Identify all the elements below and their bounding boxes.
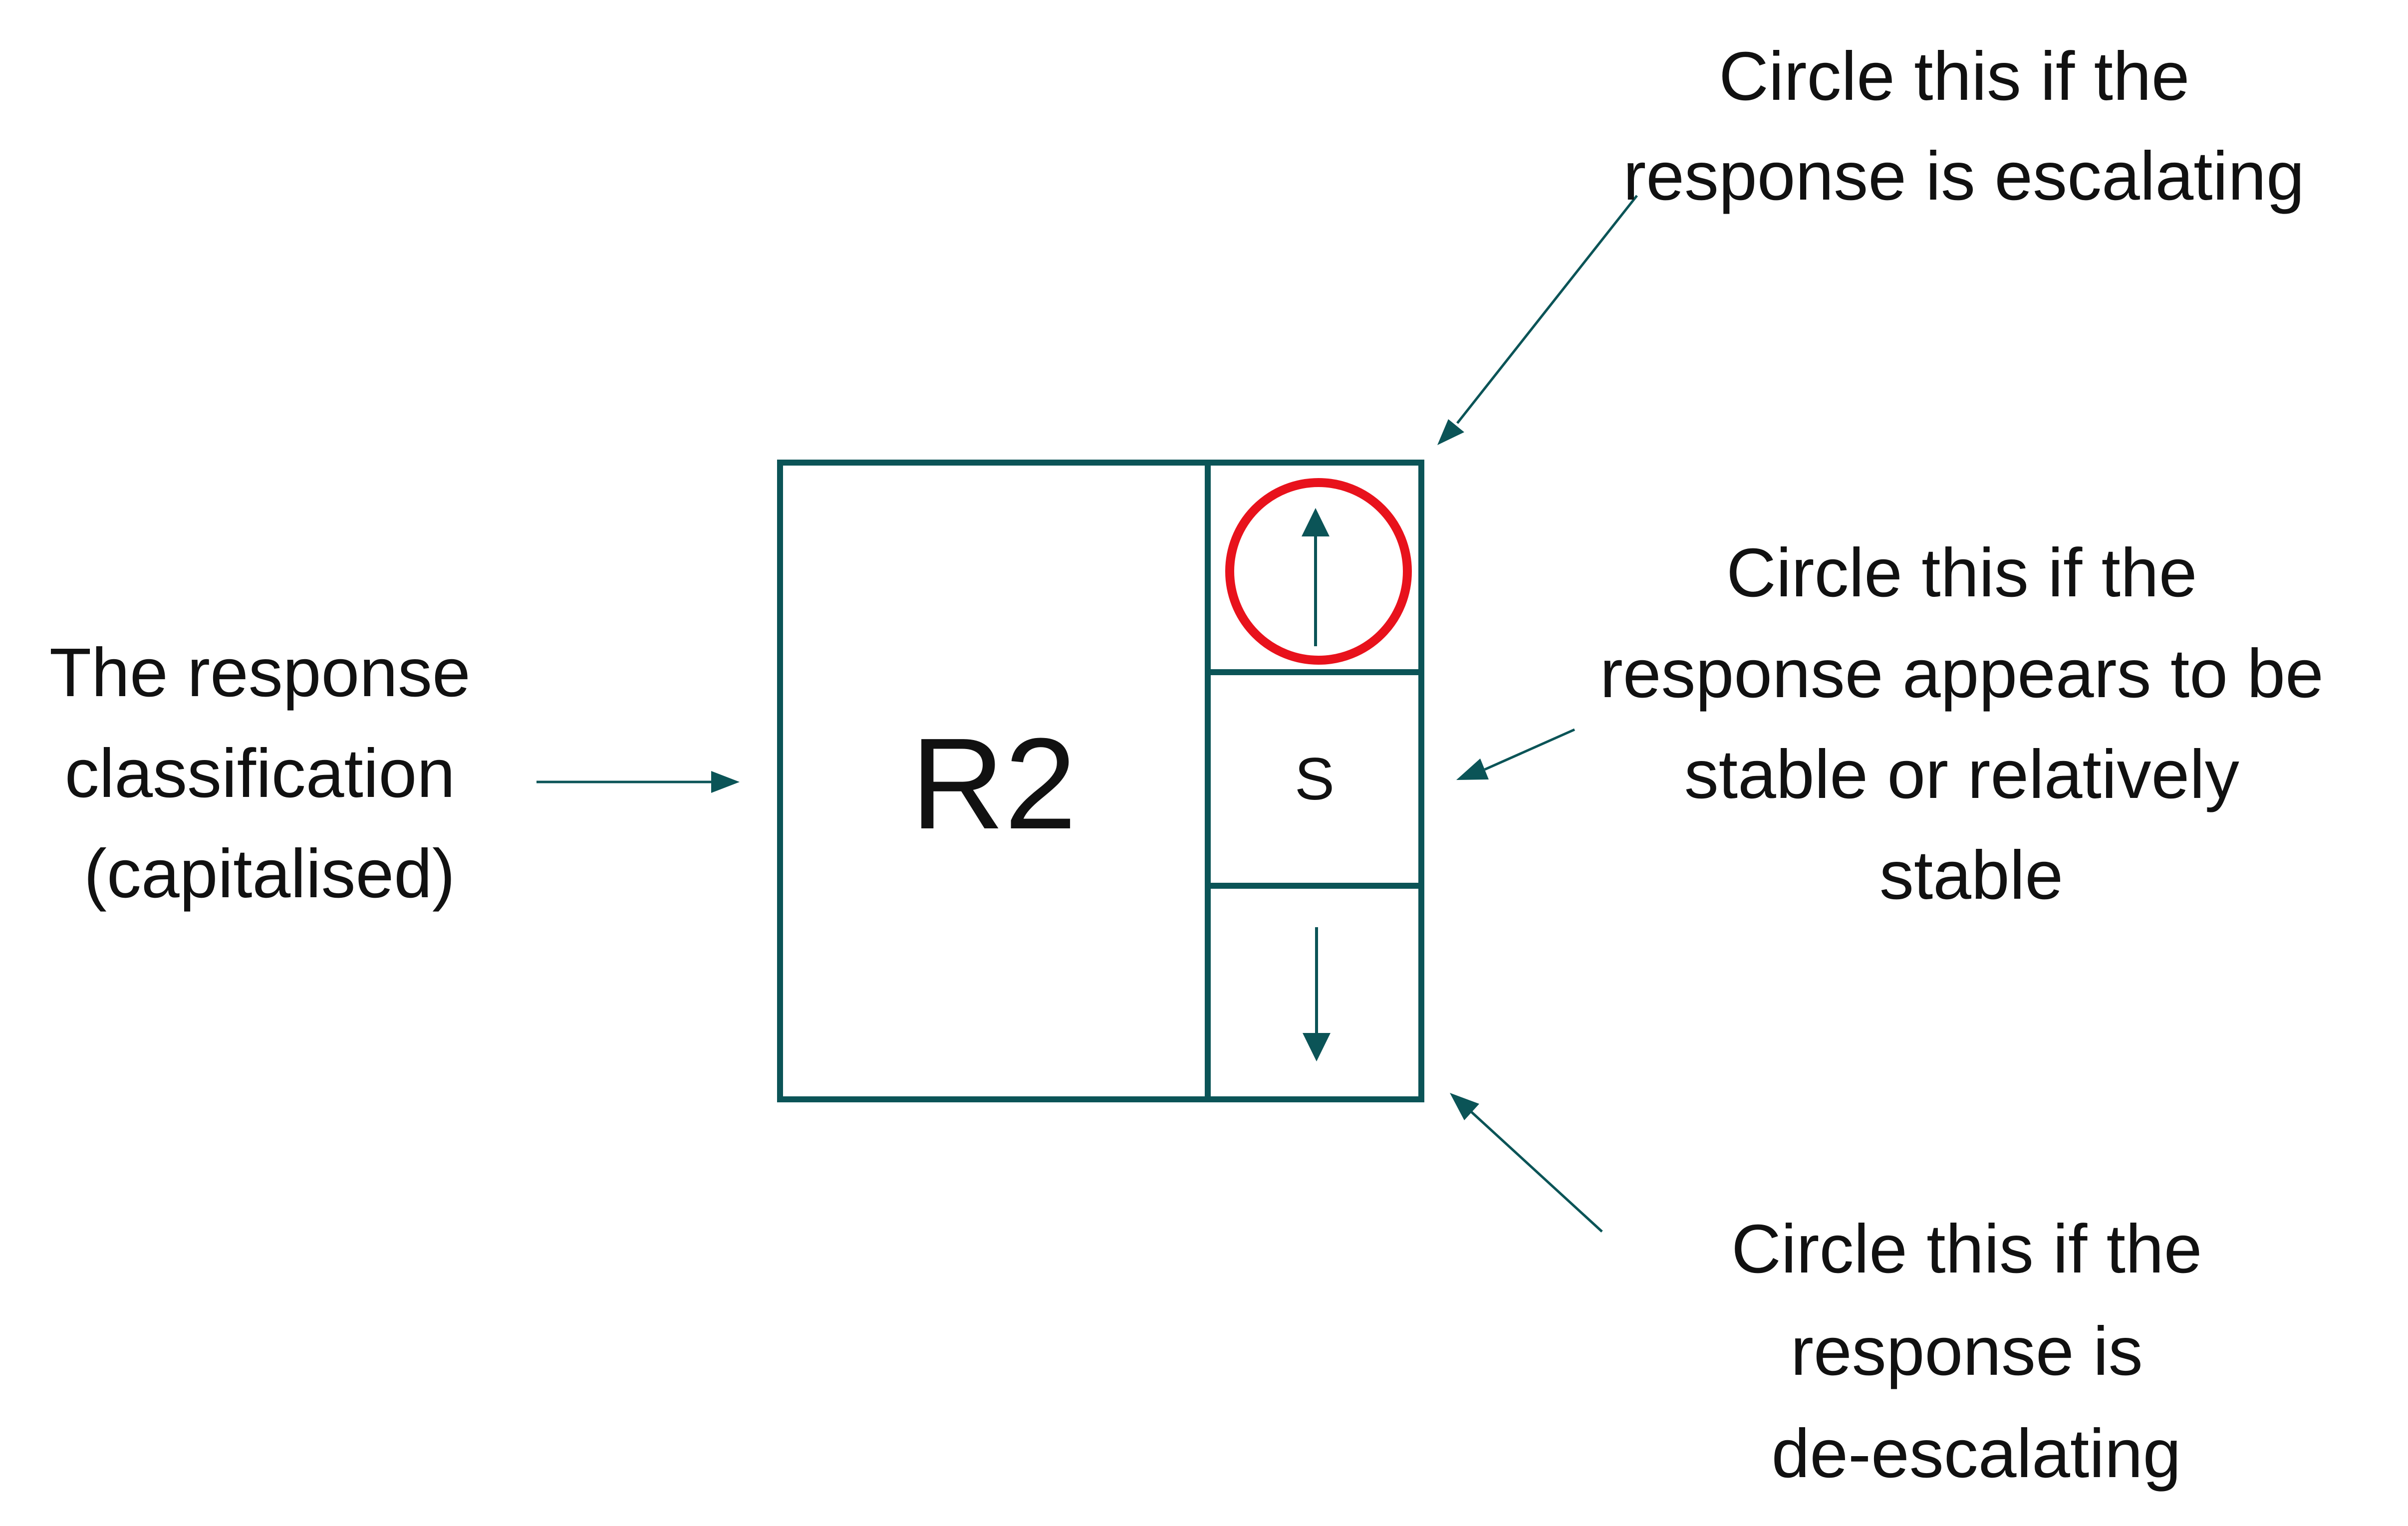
stable-pointer-arrow: [1456, 728, 1576, 780]
deescalating-annotation: Circle this if the response is de-escala…: [1731, 1211, 2221, 1492]
classification-pointer-arrow: [536, 771, 740, 793]
deescalating-annotation-line: response is: [1791, 1313, 2143, 1390]
escalating-annotation-line: response is escalating: [1623, 138, 2304, 215]
trend-cell-deescalating[interactable]: [1205, 883, 1424, 1102]
stable-annotation-line: response appears to be: [1600, 635, 2324, 712]
escalating-annotation-line: Circle this if the: [1719, 38, 2189, 115]
stable-annotation-line: stable or relatively: [1684, 736, 2239, 813]
stable-annotation: Circle this if the response appears to b…: [1600, 534, 2343, 914]
classification-annotation-line: The response: [49, 634, 471, 711]
classification-label: R2: [911, 712, 1076, 856]
deescalating-annotation-line: de-escalating: [1772, 1415, 2181, 1492]
stable-annotation-line: stable: [1879, 837, 2063, 914]
escalating-annotation: Circle this if the response is escalatin…: [1623, 38, 2304, 215]
deescalating-annotation-line: Circle this if the: [1731, 1211, 2202, 1287]
classification-annotation: The response classification (capitalised…: [49, 634, 490, 912]
arrow-up-icon: [1302, 508, 1330, 646]
stable-annotation-line: Circle this if the: [1726, 534, 2197, 611]
stable-label: S: [1295, 746, 1335, 812]
deescalating-pointer-arrow: [1450, 1093, 1603, 1233]
classification-annotation-line: classification: [65, 735, 455, 812]
classification-annotation-line: (capitalised): [84, 835, 455, 912]
arrow-down-icon: [1303, 927, 1331, 1061]
escalating-pointer-arrow: [1437, 195, 1638, 445]
highlight-circle: [1225, 478, 1412, 665]
